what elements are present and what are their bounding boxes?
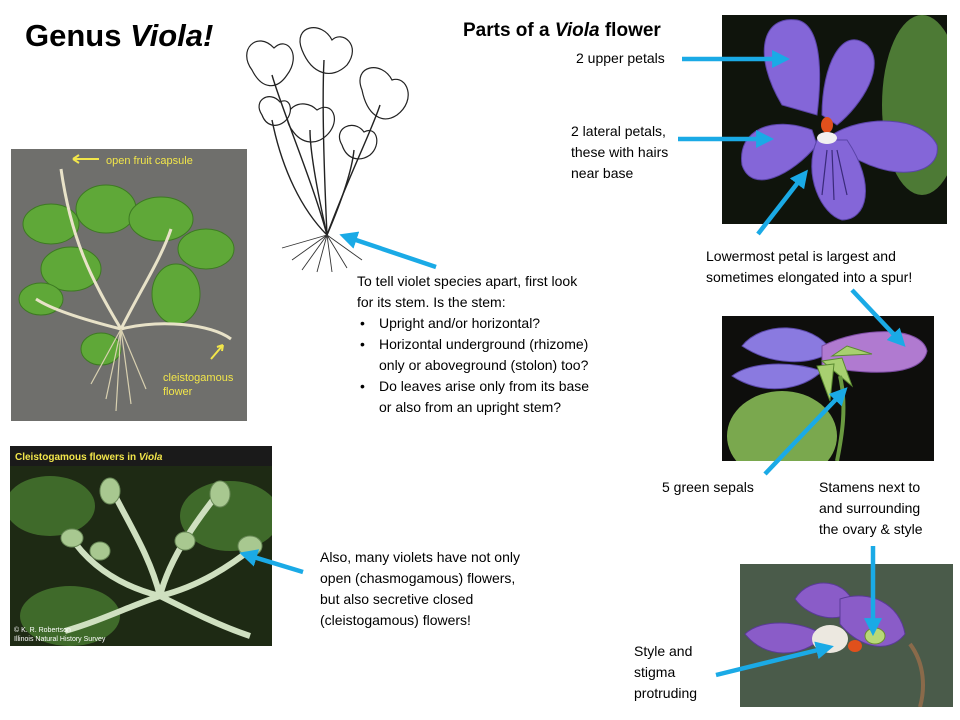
label-stamens: Stamens next to and surrounding the ovar… [819,477,923,540]
label-lowermost-petal: Lowermost petal is largest and sometimes… [706,246,912,288]
cleisto-note: Also, many violets have not only open (c… [320,547,520,631]
label-style-stigma: Style and stigma protruding [634,641,697,704]
stem-note-intro-2: for its stem. Is the stem: [357,294,506,310]
label-line: stigma [634,664,676,680]
plant-photo: open fruit capsule cleistogamous flower [11,149,247,421]
label-line: Style and [634,643,693,659]
label-lateral-petals: 2 lateral petals, these with hairs near … [571,121,668,184]
plant-illustration [232,20,412,275]
flower-front-photo [722,15,947,224]
label-line: sometimes elongated into a spur! [706,269,913,285]
cleisto-flower-caption-2: flower [163,386,193,398]
flower-style-photo [740,564,953,707]
page-title: Genus Viola! [25,18,214,53]
label-upper-petals: 2 upper petals [576,50,665,66]
cleisto-note-line: but also secretive closed [320,591,474,607]
label-line: near base [571,165,634,181]
flower-side-photo [722,316,934,461]
label-line: the ovary & style [819,521,923,537]
cleisto-photo-header: Cleistogamous flowers in Viola [15,452,163,463]
stem-note-intro-1: To tell violet species apart, first look [357,273,578,289]
parts-title: Parts of a Viola flower [463,20,661,41]
cleisto-note-line: open (chasmogamous) flowers, [320,570,516,586]
fruit-capsule-caption: open fruit capsule [106,155,193,167]
cleistogamous-photo: Cleistogamous flowers in Viola © K. R. R… [10,446,272,646]
label-line: 2 lateral petals, [571,123,666,139]
label-line: Stamens next to [819,479,921,495]
label-line: Lowermost petal is largest and [706,248,896,264]
label-line: protruding [634,685,698,701]
credit-line-1: © K. R. Robertson [14,626,71,634]
stem-note: To tell violet species apart, first look… [357,271,589,418]
label-line: and surrounding [819,500,921,516]
cleisto-flower-caption-1: cleistogamous [163,372,234,384]
credit-line-2: Illinois Natural History Survey [14,636,106,643]
cleisto-note-line: (cleistogamous) flowers! [320,612,471,628]
label-line: these with hairs [571,144,669,160]
cleisto-note-line: Also, many violets have not only [320,549,520,565]
label-green-sepals: 5 green sepals [662,479,754,495]
stem-bullet: Upright and/or horizontal? [357,313,589,334]
stem-bullet: Horizontal underground (rhizome)only or … [357,334,589,376]
